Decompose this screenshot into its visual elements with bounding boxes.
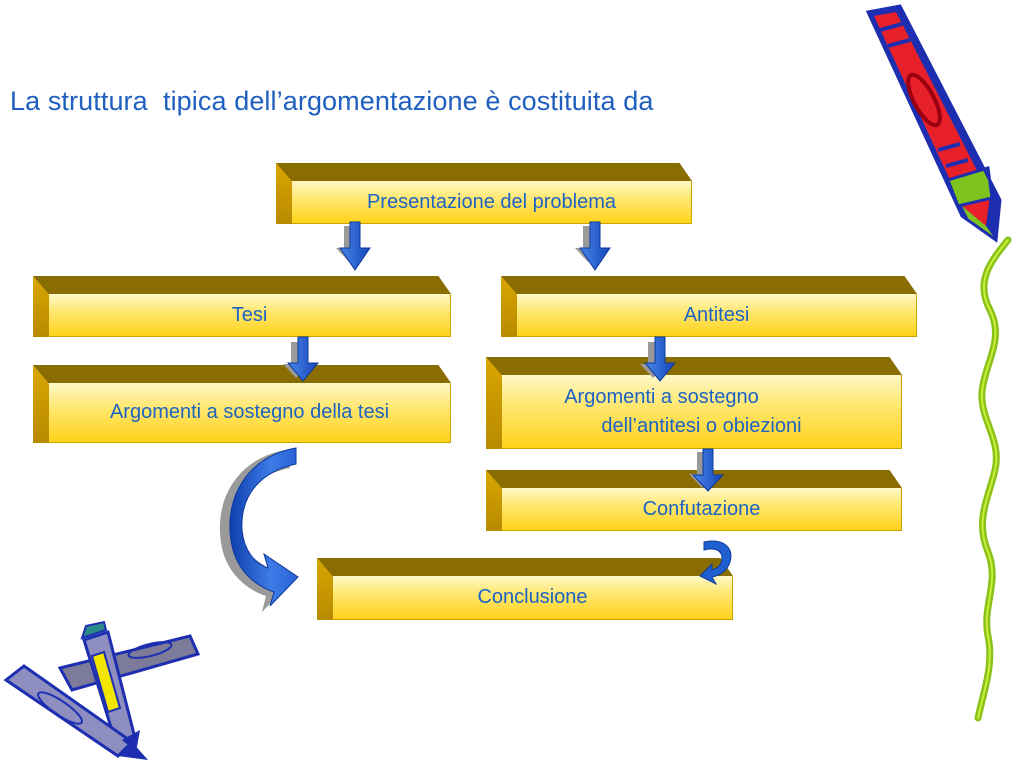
box-argomenti-antitesi-label-2: dell’antitesi o obiezioni xyxy=(601,414,802,437)
down-arrow-icon xyxy=(336,221,371,271)
down-arrow-icon xyxy=(689,448,725,492)
box-presentazione: Presentazione del problema xyxy=(276,163,692,224)
crayon-icon xyxy=(865,4,1002,243)
box-tesi-label: Tesi xyxy=(231,303,268,326)
down-arrow-icon xyxy=(575,221,611,271)
box-presentazione-label: Presentazione del problema xyxy=(366,190,617,213)
curved-arrow-icon xyxy=(219,447,299,612)
curved-arrow-icon xyxy=(699,540,732,586)
box-antitesi-label: Antitesi xyxy=(683,303,750,326)
box-confutazione: Confutazione xyxy=(486,470,902,531)
pens-icon xyxy=(3,620,201,760)
box-argomenti-tesi: Argomenti a sostegno della tesi xyxy=(33,365,451,443)
box-tesi: Tesi xyxy=(33,276,451,337)
down-arrow-icon xyxy=(640,336,677,382)
box-argomenti-antitesi-label-1: Argomenti a sostegno xyxy=(564,385,759,408)
box-confutazione-label: Confutazione xyxy=(642,497,761,520)
box-argomenti-tesi-label: Argomenti a sostegno della tesi xyxy=(109,401,390,423)
box-argomenti-antitesi: Argomenti a sostegno dell’antitesi o obi… xyxy=(486,357,902,449)
box-conclusione-label: Conclusione xyxy=(477,586,588,608)
wavy-line-icon xyxy=(974,236,1012,722)
box-conclusione: Conclusione xyxy=(317,558,733,620)
page-title: La struttura tipica dell’argomentazione … xyxy=(10,86,654,116)
box-antitesi: Antitesi xyxy=(501,276,917,337)
down-arrow-icon xyxy=(283,336,320,382)
